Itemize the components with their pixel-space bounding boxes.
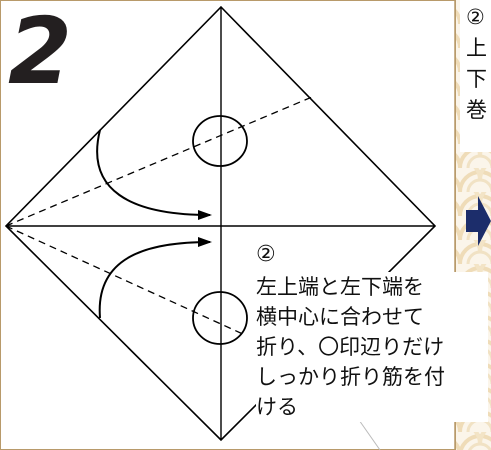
- instruction-line: 横中心に合わせて: [256, 302, 488, 332]
- crease-circle-icon: [192, 291, 248, 345]
- next-panel-char: 上: [466, 36, 487, 60]
- instruction-line: 左上端と左下端を: [256, 272, 488, 302]
- next-panel-text-box: [460, 0, 491, 152]
- instruction-line: しっかり折り筋を付: [256, 362, 488, 392]
- next-panel-char: 下: [466, 67, 487, 91]
- lower-fold-guide: [5, 225, 246, 336]
- instruction-caption: ② 左上端と左下端を 横中心に合わせて 折り、〇印辺りだけ しっかり折り筋を付 …: [256, 240, 488, 422]
- next-panel-char: 巻: [466, 98, 487, 122]
- instruction-line: 折り、〇印辺りだけ: [256, 332, 488, 362]
- instruction-line: ける: [256, 392, 488, 422]
- crease-circle-icon: [192, 115, 248, 167]
- next-panel-caption: ② 上 下 巻: [466, 2, 491, 126]
- fold-arrow-icon: [96, 129, 212, 220]
- fold-arrow-icon: [98, 237, 212, 319]
- step-number: 2: [8, 0, 72, 105]
- next-panel-marker: ②: [466, 5, 485, 29]
- next-step-arrow-icon: [466, 196, 491, 246]
- instruction-marker: ②: [256, 242, 276, 267]
- upper-fold-guide: [5, 96, 313, 227]
